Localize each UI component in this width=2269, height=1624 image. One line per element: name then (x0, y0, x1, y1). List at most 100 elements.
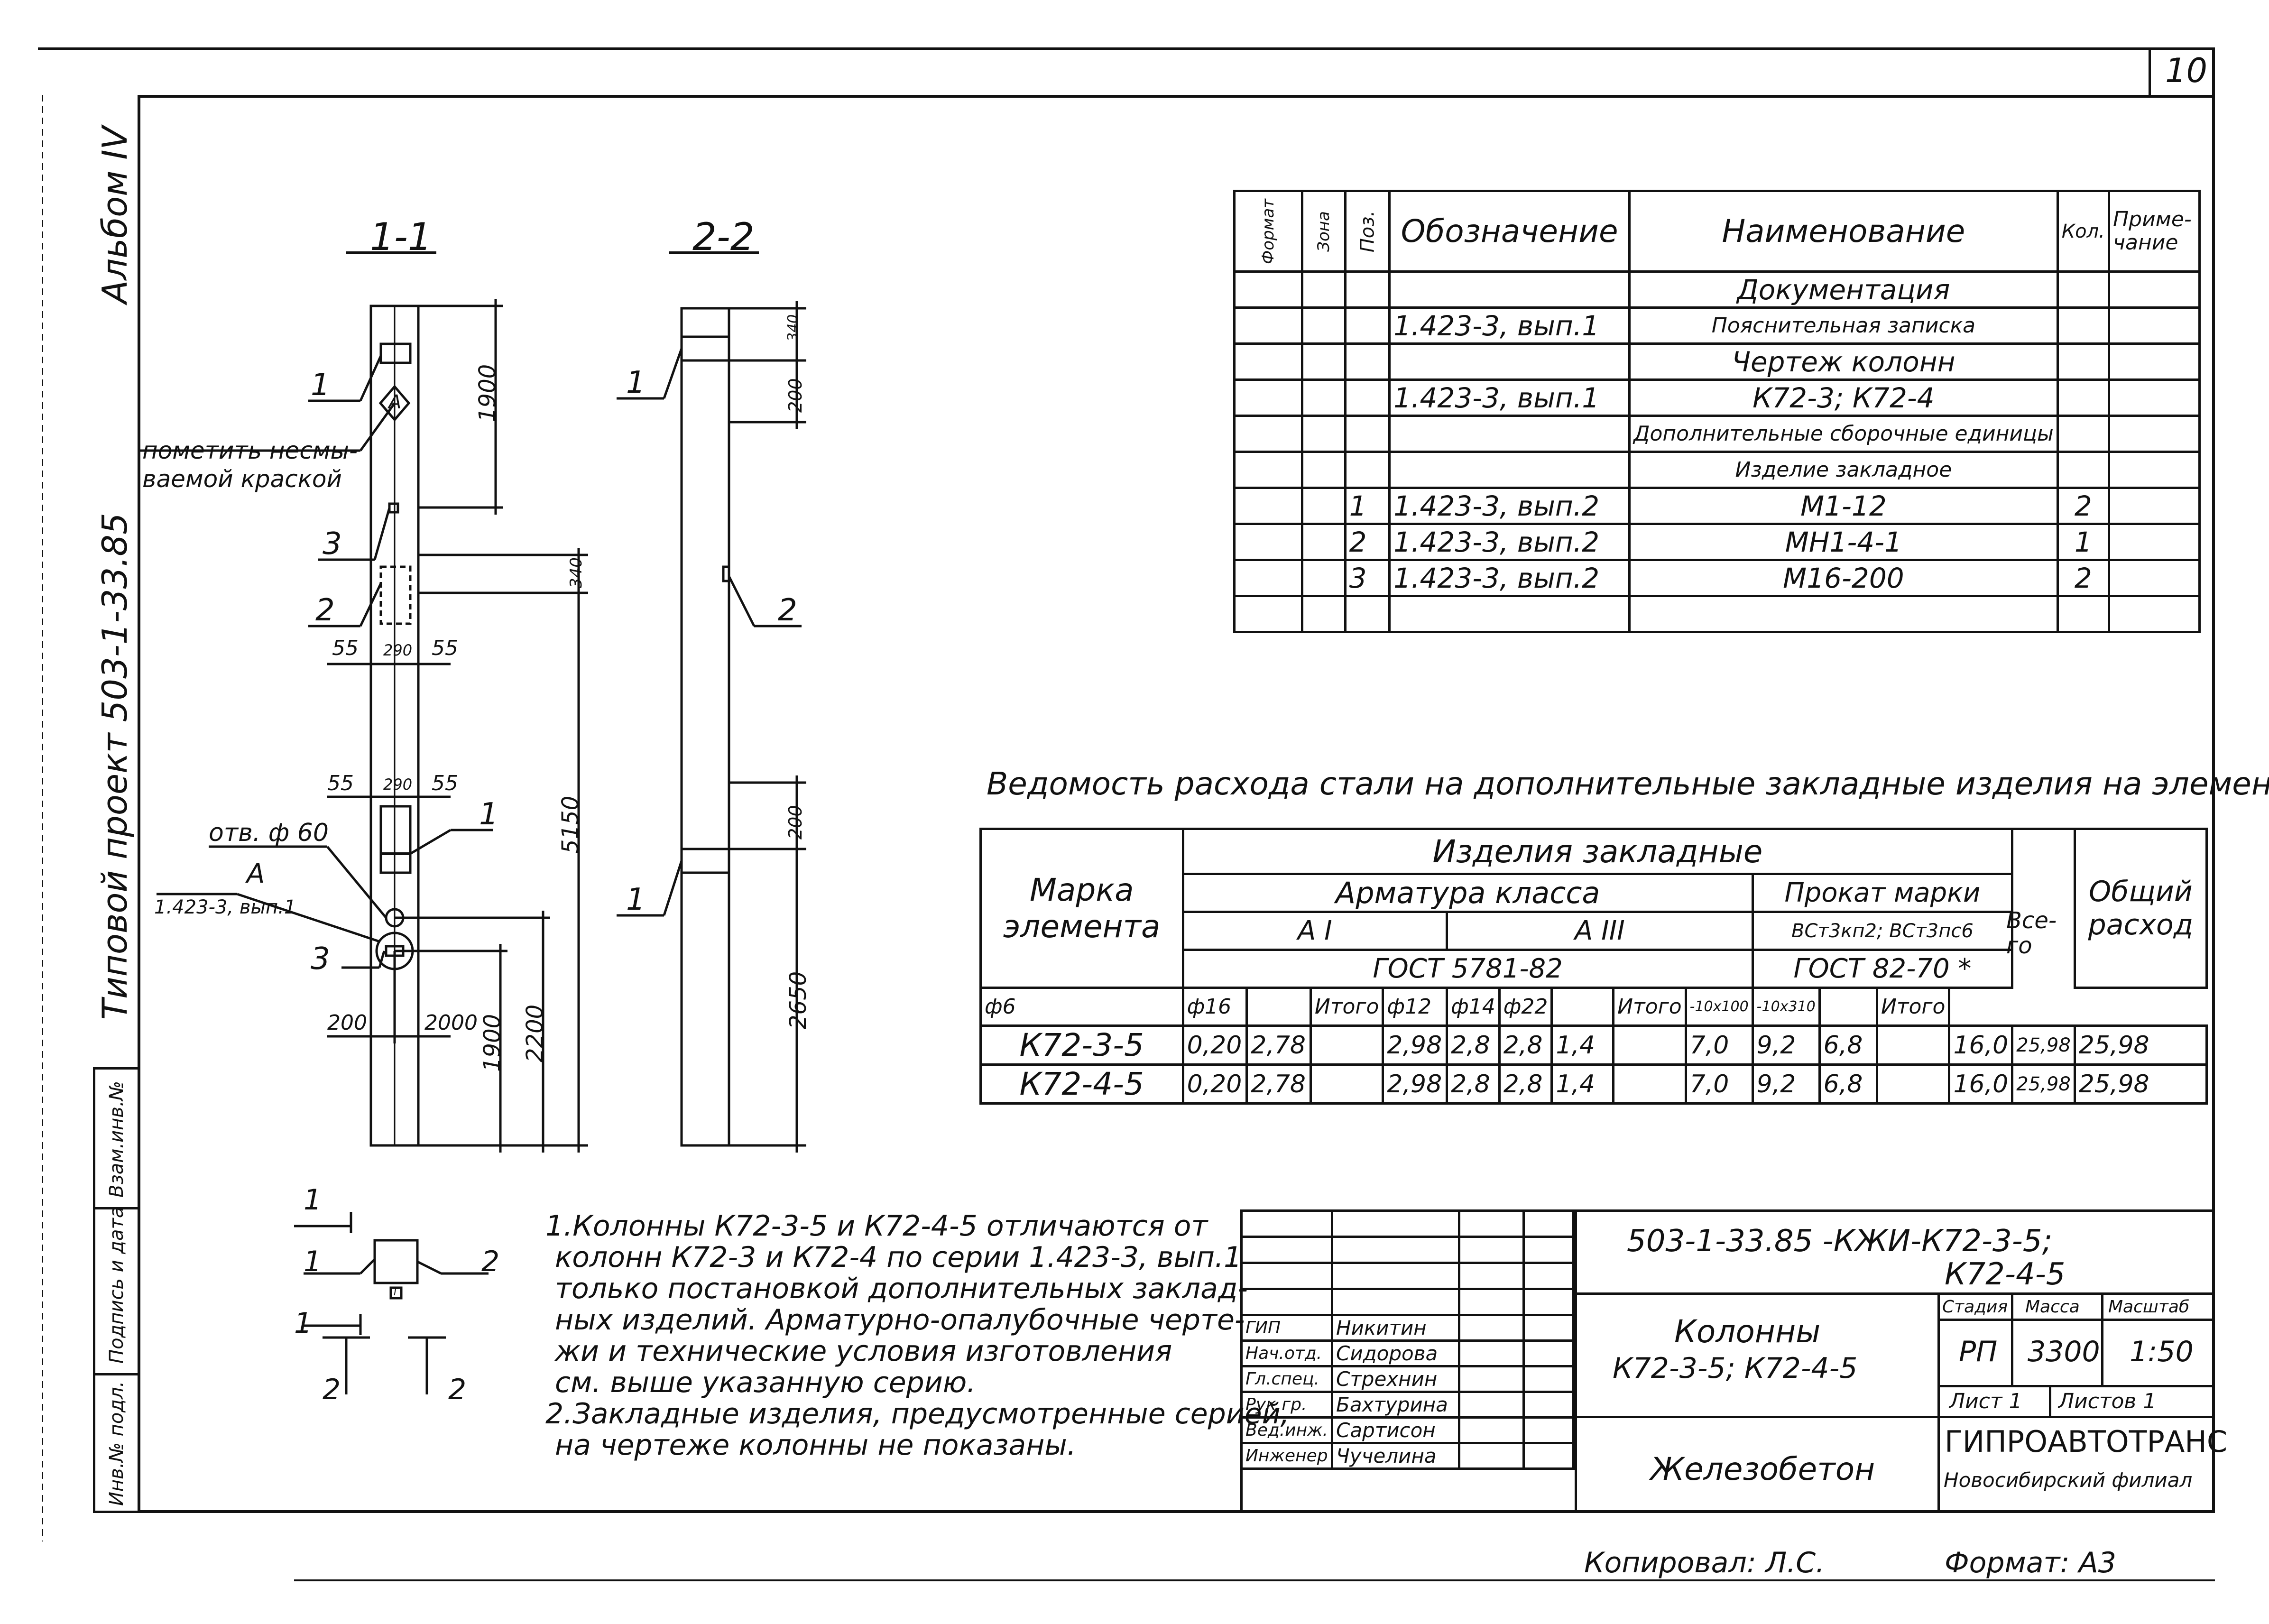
spec-cell (1388, 342, 1631, 381)
role-cell (1240, 1262, 1333, 1290)
spec-cell (1344, 306, 1391, 345)
paint-note-1: пометить несмы- (142, 437, 358, 464)
tb-material: Железобетон (1651, 1451, 1875, 1487)
tb-mass-h: Масса (2025, 1297, 2080, 1317)
pos-3-top: 3 (323, 526, 342, 562)
spec-cell (2108, 415, 2201, 453)
dim-5150: 5150 (557, 795, 584, 854)
name-cell (1330, 1209, 1461, 1238)
spec-cell (2108, 559, 2201, 597)
spec-cell (1233, 487, 1303, 525)
dim-55-d: 55 (432, 771, 458, 795)
steel-value: 6,8 (1818, 1063, 1878, 1105)
spec-cell (2056, 270, 2111, 309)
sec-2-right-bottom: 2 (448, 1373, 467, 1406)
spec-cell (2108, 378, 2201, 417)
role-cell: ГИП (1240, 1314, 1333, 1342)
spec-cell (1628, 595, 2059, 633)
dim-290-a: 290 (383, 641, 413, 659)
spec-cell (1233, 378, 1303, 417)
spec-cell: Чертеж колонн (1628, 342, 2059, 381)
sign-cell (1522, 1442, 1575, 1470)
sign-cell (1458, 1339, 1525, 1367)
pos-1-s2-bottom: 1 (626, 882, 646, 917)
sec-1-bottom: 1 (294, 1307, 313, 1340)
pos-1-s2-top: 1 (626, 365, 646, 400)
steel-value: 2,8 (1446, 1063, 1501, 1105)
spec-cell (1388, 595, 1631, 633)
notes: 1.Колонны К72-3-5 и К72-4-5 отличаются о… (545, 1212, 1290, 1462)
ref-a-doc: 1.423-3, вып.1 (154, 896, 296, 918)
copied-by: Копировал: Л.С. (1584, 1546, 1825, 1579)
spec-row: Изделие закладное (1233, 451, 2201, 489)
tb-title: Колонны (1674, 1313, 1821, 1350)
spec-h-qty: Кол. (2056, 190, 2111, 273)
section-2-underline (669, 251, 759, 254)
spec-table: Формат Зона Поз. Обозначение Наименовани… (1233, 190, 2201, 633)
column-drawing (140, 299, 806, 1394)
spec-cell: М1-12 (1628, 487, 2059, 525)
spec-cell (1344, 378, 1391, 417)
sign-cell (1458, 1416, 1525, 1444)
steel-subcol: ф6 (979, 987, 1184, 1027)
steel-value: 7,0 (1684, 1063, 1754, 1105)
tb-branch: Новосибирский филиал (1944, 1468, 2193, 1492)
spec-cell (2108, 523, 2201, 561)
spec-cell: МН1-4-1 (1628, 523, 2059, 561)
spec-row: Дополнительные сборочные единицы (1233, 415, 2201, 453)
frame-right (2212, 47, 2215, 1513)
sign-cell (1522, 1209, 1575, 1238)
steel-h-grade: ВСт3кп2; ВСт3пс6 (1751, 911, 2014, 951)
spec-cell (1233, 451, 1303, 489)
sign-cell (1522, 1262, 1575, 1290)
dim-1900-top: 1900 (474, 364, 501, 422)
pos-2-s2: 2 (778, 593, 797, 628)
spec-cell (1301, 523, 1347, 561)
steel-h-overall: Общий расход (2073, 828, 2208, 989)
spec-cell: Пояснительная записка (1628, 306, 2059, 345)
spec-cell (1301, 378, 1347, 417)
spec-cell (1233, 270, 1303, 309)
dim-200-s2-mid: 200 (785, 805, 806, 840)
spec-h-pos: Поз. (1344, 190, 1391, 273)
spec-cell (2056, 451, 2111, 489)
section-2-label: 2-2 (692, 215, 755, 259)
steel-h-gost2: ГОСТ 82-70 * (1751, 949, 2014, 989)
spec-cell (1344, 415, 1391, 453)
steel-subcol (1818, 987, 1878, 1027)
steel-subcol: -10х100 (1684, 987, 1754, 1027)
steel-subcol: ф14 (1446, 987, 1501, 1027)
spec-cell (1301, 306, 1347, 345)
dim-290-b: 290 (383, 775, 413, 794)
spec-h-note: Приме- чание (2108, 190, 2201, 273)
spec-cell (2108, 306, 2201, 345)
sec-1-mid: 1 (304, 1245, 322, 1278)
steel-total-label: Все- го (2006, 907, 2057, 959)
role-cell (1240, 1236, 1333, 1264)
name-cell (1330, 1262, 1461, 1290)
ref-a-label: А (247, 858, 265, 889)
dim-2000: 2000 (424, 1011, 478, 1035)
role-cell: Нач.отд. (1240, 1339, 1333, 1367)
spec-cell (1301, 415, 1347, 453)
name-cell (1330, 1236, 1461, 1264)
steel-h-arm: Арматура класса (1181, 873, 1754, 913)
steel-value: 25,98 (2011, 1063, 2076, 1105)
steel-subcol: Итого (1875, 987, 1951, 1027)
sheet-number-box: 10 (2149, 47, 2214, 98)
spec-cell (1233, 342, 1303, 381)
pos-2-left: 2 (315, 593, 335, 628)
spec-cell (1344, 270, 1391, 309)
steel-value: 2,8 (1498, 1063, 1553, 1105)
section-1-underline (346, 251, 436, 254)
dim-2200: 2200 (522, 1004, 548, 1062)
steel-value: 7,0 (1684, 1024, 1754, 1066)
role-cell (1240, 1209, 1333, 1238)
sign-cell (1522, 1391, 1575, 1419)
hole-label: отв. ф 60 (209, 819, 329, 847)
name-cell: Стрехнин (1330, 1365, 1461, 1393)
sign-cell (1522, 1314, 1575, 1342)
sign-cell (1522, 1339, 1575, 1367)
